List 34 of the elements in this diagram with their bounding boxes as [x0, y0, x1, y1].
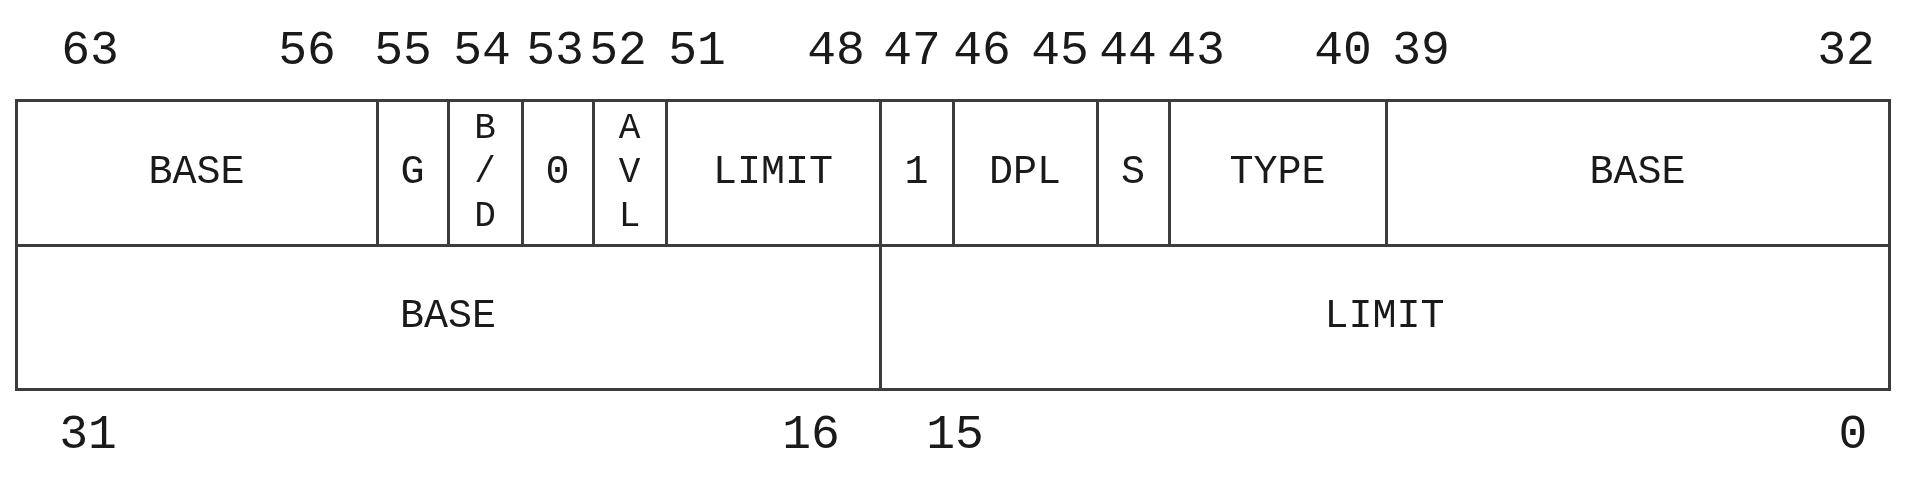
bit-number: 56 — [278, 27, 336, 75]
bit-number: 32 — [1817, 27, 1875, 75]
bit-number: 55 — [374, 27, 432, 75]
bit-number: 45 — [1031, 27, 1089, 75]
bit-number: 40 — [1314, 27, 1372, 75]
bit-number: 48 — [807, 27, 865, 75]
bit-number: 52 — [589, 27, 647, 75]
bit-number: 0 — [1838, 411, 1868, 459]
field-name: A V L — [618, 106, 641, 239]
field-name: DPL — [989, 150, 1061, 195]
field-name: 0 — [545, 150, 570, 195]
bit-number: 54 — [453, 27, 511, 75]
bit-number: 46 — [953, 27, 1011, 75]
bit-field — [14, 98, 379, 247]
bit-number: 31 — [59, 411, 117, 459]
field-name: BASE — [148, 150, 245, 195]
bit-number: 53 — [526, 27, 584, 75]
field-name: BASE — [400, 295, 496, 339]
field-name: BASE — [1589, 150, 1686, 195]
bit-number: 51 — [668, 27, 726, 75]
field-name: TYPE — [1229, 150, 1326, 195]
bit-number: 16 — [782, 411, 840, 459]
field-name: LIMIT — [1324, 295, 1445, 339]
field-name: 1 — [904, 150, 929, 195]
bit-number: 44 — [1099, 27, 1157, 75]
field-name: G — [400, 150, 425, 195]
bit-number: 39 — [1392, 27, 1450, 75]
bit-number: 43 — [1167, 27, 1225, 75]
field-name: LIMIT — [713, 150, 833, 195]
bit-number: 15 — [926, 411, 984, 459]
field-name: S — [1121, 150, 1145, 195]
bit-number: 63 — [61, 27, 119, 75]
bit-number: 47 — [883, 27, 941, 75]
field-name: B / D — [474, 106, 496, 239]
